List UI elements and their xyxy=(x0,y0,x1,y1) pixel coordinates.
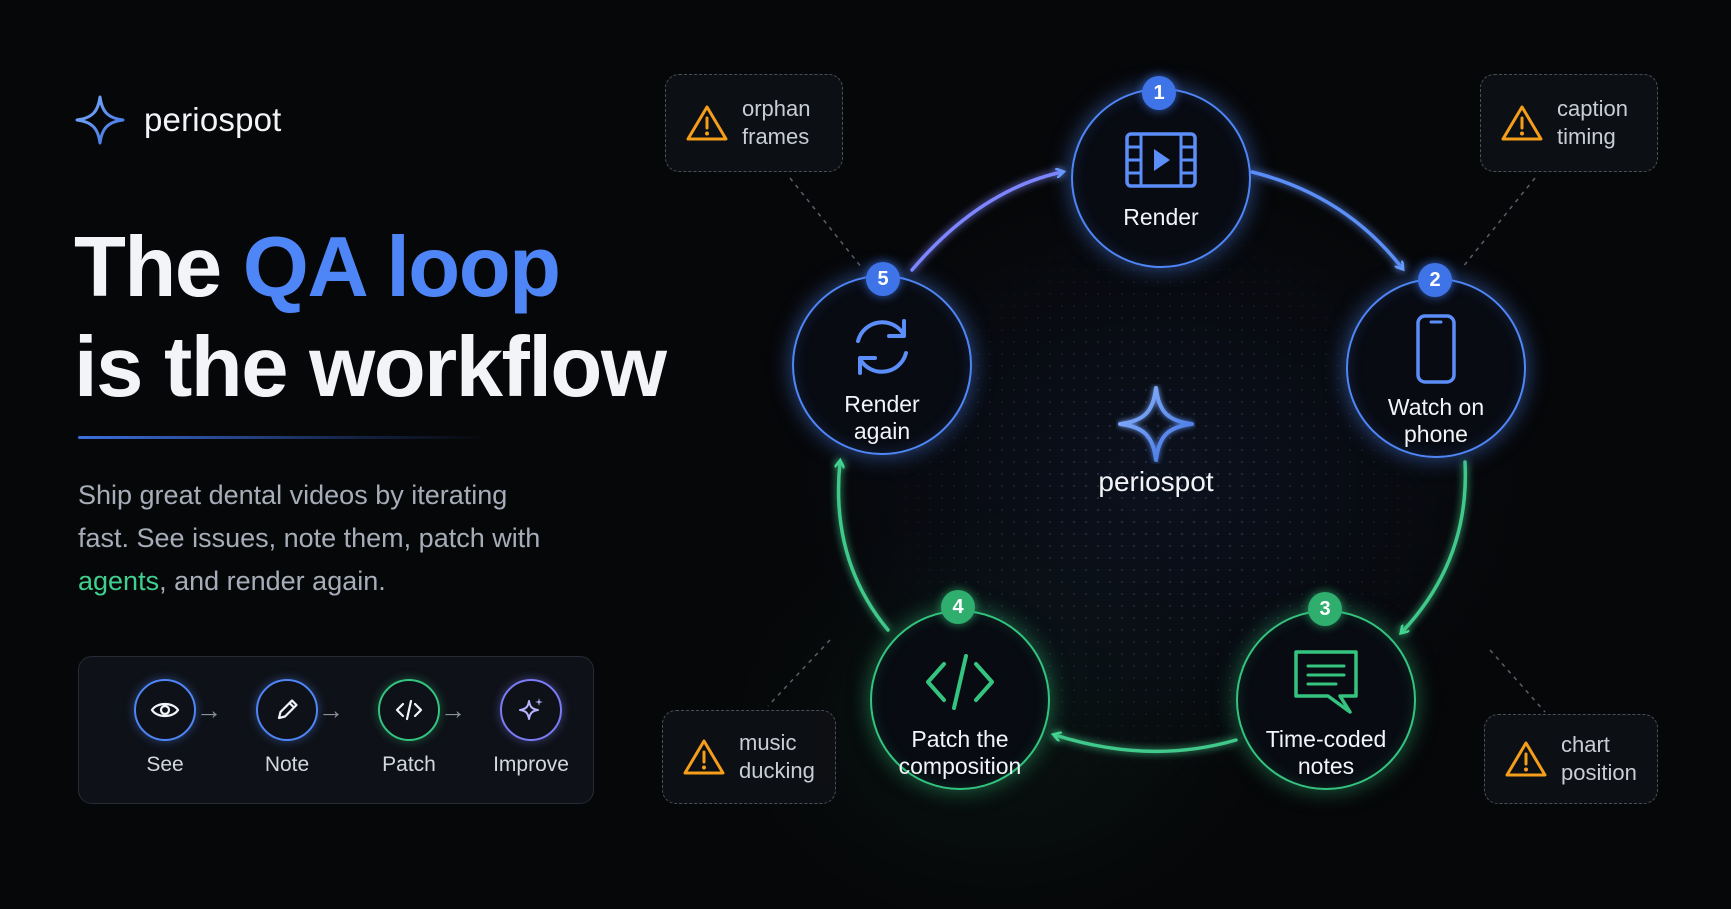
node-label-line: Watch on xyxy=(1387,394,1485,420)
step-note-circle xyxy=(256,679,318,741)
connector-caption-timing xyxy=(1461,177,1536,269)
connector-music-ducking xyxy=(767,639,831,707)
step-see-circle xyxy=(134,679,196,741)
page-title: The QA loop is the workflow xyxy=(74,218,667,418)
title-line2: is the workflow xyxy=(74,320,667,415)
pencil-icon xyxy=(277,699,298,720)
arc-5-to-1 xyxy=(910,172,1062,272)
step-patch: Patch xyxy=(349,679,469,777)
step-improve: Improve xyxy=(471,679,591,777)
connector-orphan-frames xyxy=(789,177,863,269)
arrow-right-icon: → xyxy=(196,695,222,725)
node-label-line: notes xyxy=(1297,753,1355,779)
sparkle-logo-icon xyxy=(75,95,125,145)
issue-text: orphan frames xyxy=(742,95,811,151)
title-accent: QA loop xyxy=(242,220,561,315)
connector-chart-position xyxy=(1489,649,1546,713)
warning-icon xyxy=(1501,105,1543,141)
issue-text: music ducking xyxy=(739,729,815,785)
node-label-line: Render xyxy=(844,391,920,417)
center-sparkle-icon xyxy=(1118,386,1194,462)
node-label-line: phone xyxy=(1404,421,1468,447)
issue-line: position xyxy=(1561,760,1637,785)
message-icon xyxy=(1294,650,1358,714)
step-label: Improve xyxy=(493,753,569,776)
step-patch-circle xyxy=(378,679,440,741)
issue-connectors xyxy=(767,177,1546,713)
refresh-icon xyxy=(856,319,908,375)
issue-line: music xyxy=(739,730,797,755)
node-badge: 1 xyxy=(1142,76,1176,110)
step-label: Patch xyxy=(382,753,436,776)
warning-icon xyxy=(1505,741,1547,777)
step-improve-circle xyxy=(500,679,562,741)
issue-text: caption timing xyxy=(1557,95,1628,151)
sparkle-icon xyxy=(519,698,543,720)
brand-name: periospot xyxy=(144,101,282,138)
node-label-line: again xyxy=(853,418,911,444)
code-icon xyxy=(926,654,994,710)
issue-caption-timing: caption timing xyxy=(1480,74,1658,172)
film-icon xyxy=(1125,132,1197,188)
node-label-line: Time-coded xyxy=(1265,726,1387,752)
arrow-right-icon: → xyxy=(318,695,344,725)
description: Ship great dental videos by iterating fa… xyxy=(78,474,548,603)
title-part1: The xyxy=(74,220,243,315)
node-label-line: Patch the xyxy=(911,726,1009,752)
divider xyxy=(78,436,488,439)
arc-4-to-5 xyxy=(839,462,890,632)
node-badge: 4 xyxy=(941,590,975,624)
step-see: See xyxy=(105,679,225,777)
node-badge: 5 xyxy=(866,262,900,296)
step-label: See xyxy=(146,753,184,776)
step-note: Note xyxy=(227,679,347,777)
phone-icon xyxy=(1416,314,1456,384)
arc-1-to-2 xyxy=(1250,170,1402,268)
step-label: Note xyxy=(264,753,310,776)
code-icon xyxy=(395,699,423,721)
issue-line: chart xyxy=(1561,732,1610,757)
issue-line: ducking xyxy=(739,758,815,783)
center-brand-name: periospot xyxy=(1098,466,1214,497)
issue-text: chart position xyxy=(1561,731,1637,787)
issue-line: caption xyxy=(1557,96,1628,121)
warning-icon xyxy=(686,105,728,141)
issue-orphan-frames: orphan frames xyxy=(665,74,843,172)
warning-icon xyxy=(683,739,725,775)
description-text: Ship great dental videos by iterating fa… xyxy=(78,480,541,553)
node-render: Render xyxy=(1071,88,1251,268)
node-badge: 3 xyxy=(1308,592,1342,626)
brand: periospot xyxy=(74,94,282,146)
steps-panel: See → Note → Patch → Improve xyxy=(78,656,594,804)
node-label: Render xyxy=(1073,204,1249,231)
node-badge: 2 xyxy=(1418,263,1452,297)
description-end: , and render again. xyxy=(159,566,386,596)
eye-icon xyxy=(150,702,180,718)
issue-chart-position: chart position xyxy=(1484,714,1658,804)
arc-3-to-4 xyxy=(1055,735,1238,754)
agents-highlight: agents xyxy=(78,566,160,596)
issue-music-ducking: music ducking xyxy=(662,710,836,804)
issue-line: orphan xyxy=(742,96,811,121)
arrow-right-icon: → xyxy=(440,695,466,725)
arc-2-to-3 xyxy=(1402,460,1468,632)
node-label-line: composition xyxy=(898,753,1022,779)
issue-line: timing xyxy=(1557,124,1616,149)
issue-line: frames xyxy=(742,124,810,149)
node-label-line: Render xyxy=(1123,204,1199,230)
